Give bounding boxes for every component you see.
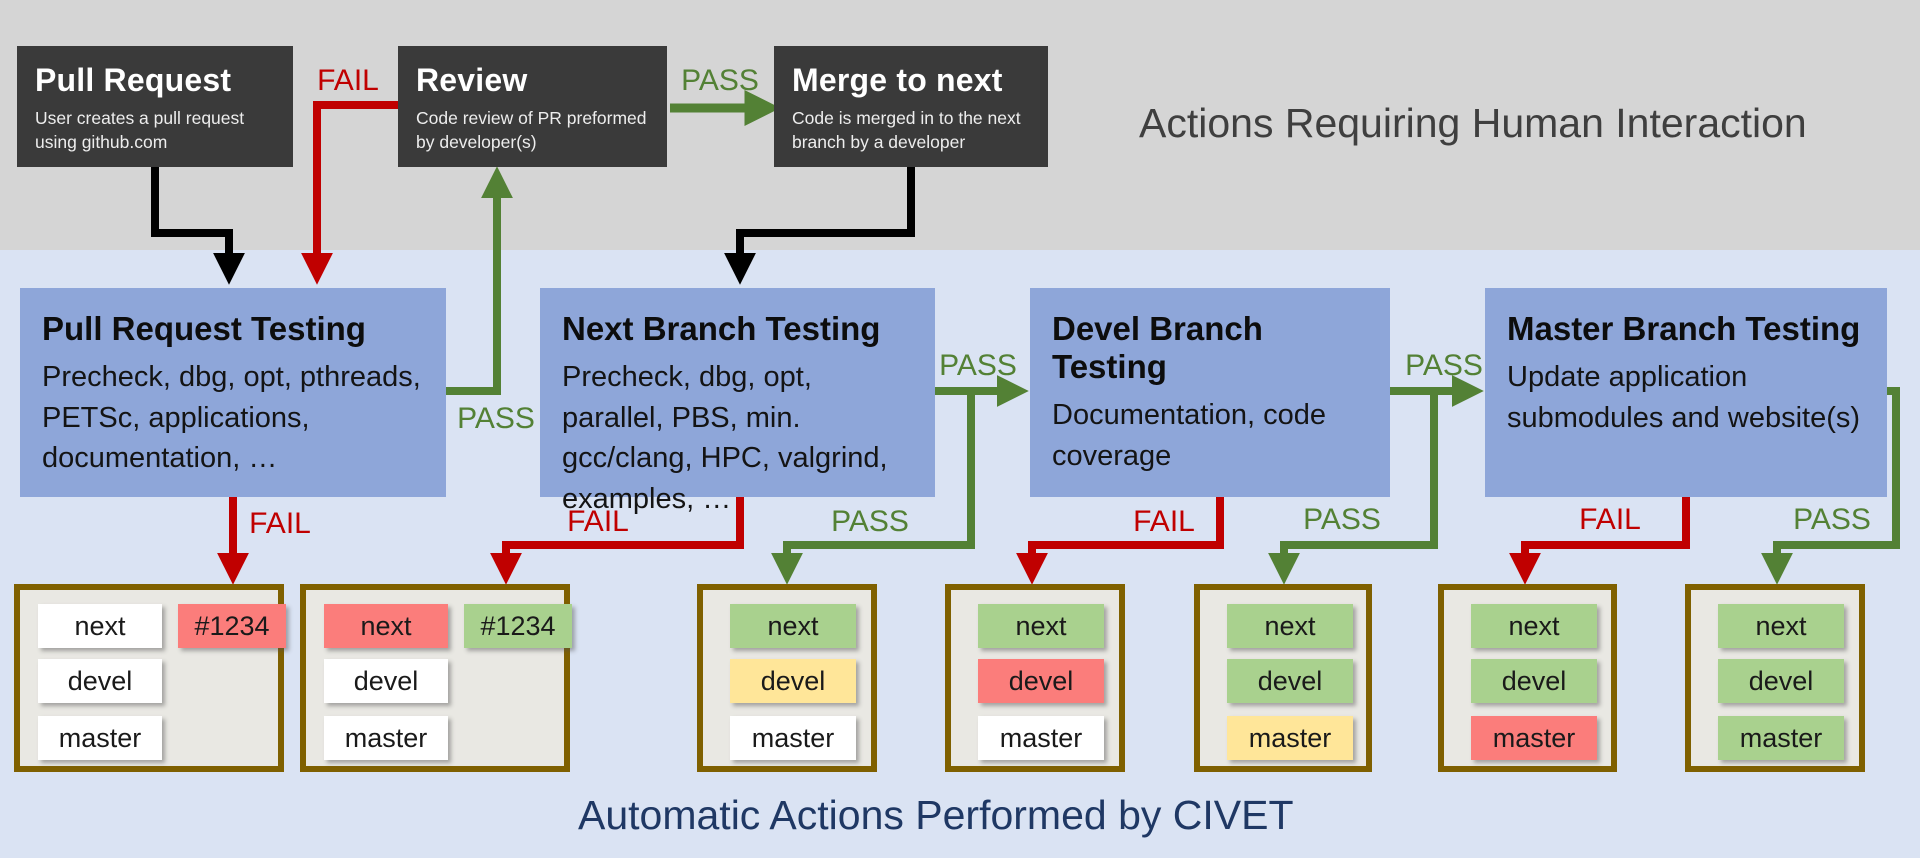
step-title: Pull Request — [35, 62, 232, 98]
step-description: Code review of PR preformed by developer… — [416, 108, 647, 153]
branch-chip-next: next — [978, 604, 1104, 648]
branch-chip-devel: devel — [324, 659, 448, 703]
branch-chip-master: master — [1471, 716, 1597, 760]
branch-chip-master: master — [324, 716, 448, 760]
edge-label-nexttesting-pass: PASS — [831, 505, 909, 538]
step-devel-branch-testing: Devel Branch Testing Documentation, code… — [1030, 288, 1390, 497]
edge-label-nexttesting-fail: FAIL — [567, 505, 629, 538]
branch-chip-devel: devel — [1718, 659, 1844, 703]
edge-label-next-devel-pass: PASS — [939, 349, 1017, 382]
step-pull-request: Pull Request User creates a pull request… — [17, 46, 293, 167]
edge-label-prtesting-pass: PASS — [457, 402, 535, 435]
edge-label-devel-master-pass: PASS — [1405, 349, 1483, 382]
step-merge-to-next: Merge to next Code is merged in to the n… — [774, 46, 1048, 167]
branch-status-box-2: next devel master #1234 — [300, 584, 572, 772]
branch-chip-devel: devel — [978, 659, 1104, 703]
step-next-branch-testing: Next Branch Testing Precheck, dbg, opt, … — [540, 288, 935, 515]
branch-chip-devel: devel — [730, 659, 856, 703]
edge-label-mastertesting-fail: FAIL — [1579, 503, 1641, 536]
edge-label-review-fail: FAIL — [317, 64, 379, 97]
step-description: Code is merged in to the next branch by … — [792, 108, 1021, 153]
step-title: Review — [416, 62, 528, 98]
branch-status-box-1: next devel master #1234 — [14, 584, 286, 772]
branch-status-box-5: next devel master — [1194, 584, 1372, 772]
branch-chip-master: master — [730, 716, 856, 760]
branch-chip-next: next — [324, 604, 448, 648]
step-title: Merge to next — [792, 62, 1003, 98]
branch-chip-next: next — [38, 604, 162, 648]
step-title: Master Branch Testing — [1507, 310, 1861, 347]
branch-chip-master: master — [1227, 716, 1353, 760]
step-pull-request-testing: Pull Request Testing Precheck, dbg, opt,… — [20, 288, 446, 497]
edge-label-review-pass: PASS — [681, 64, 759, 97]
step-title: Devel Branch Testing — [1052, 310, 1263, 385]
step-description: Precheck, dbg, opt, parallel, PBS, min. … — [562, 361, 888, 515]
edge-label-mastertesting-pass: PASS — [1793, 503, 1871, 536]
step-title: Next Branch Testing — [562, 310, 881, 347]
branch-status-box-4: next devel master — [945, 584, 1125, 772]
branch-chip-devel: devel — [1227, 659, 1353, 703]
branch-chip-master: master — [38, 716, 162, 760]
branch-chip-next: next — [730, 604, 856, 648]
pr-number-chip: #1234 — [464, 604, 572, 648]
automatic-actions-title: Automatic Actions Performed by CIVET — [578, 792, 1294, 838]
branch-chip-devel: devel — [1471, 659, 1597, 703]
step-title: Pull Request Testing — [42, 310, 366, 347]
branch-status-box-7: next devel master — [1685, 584, 1865, 772]
edge-label-develtesting-fail: FAIL — [1133, 505, 1195, 538]
branch-chip-next: next — [1718, 604, 1844, 648]
branch-chip-master: master — [1718, 716, 1844, 760]
branch-chip-master: master — [978, 716, 1104, 760]
step-review: Review Code review of PR preformed by de… — [398, 46, 667, 167]
branch-chip-next: next — [1471, 604, 1597, 648]
branch-status-box-6: next devel master — [1438, 584, 1617, 772]
step-master-branch-testing: Master Branch Testing Update application… — [1485, 288, 1887, 497]
step-description: Precheck, dbg, opt, pthreads, PETSc, app… — [42, 361, 421, 475]
step-description: Documentation, code coverage — [1052, 399, 1327, 472]
step-description: Update application submodules and websit… — [1507, 361, 1861, 434]
step-description: User creates a pull request using github… — [35, 108, 245, 153]
human-actions-title: Actions Requiring Human Interaction — [1139, 100, 1807, 146]
branch-chip-devel: devel — [38, 659, 162, 703]
branch-chip-next: next — [1227, 604, 1353, 648]
bottom-margin — [0, 858, 1920, 864]
edge-label-develtesting-pass: PASS — [1303, 503, 1381, 536]
pr-number-chip: #1234 — [178, 604, 286, 648]
branch-status-box-3: next devel master — [697, 584, 877, 772]
edge-label-prtesting-fail: FAIL — [249, 507, 311, 540]
